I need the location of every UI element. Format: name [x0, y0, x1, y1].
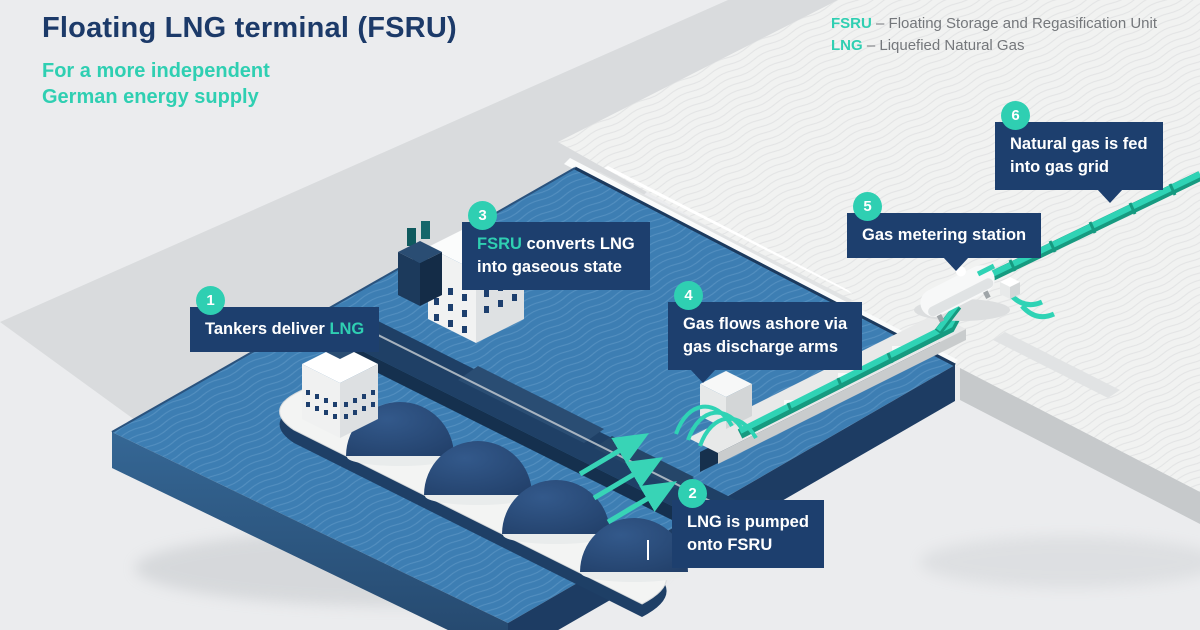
callout-text-line: onto FSRU	[687, 536, 773, 554]
callout-1-number-badge: 1	[196, 286, 225, 315]
callout-3: 3 FSRU converts LNG into gaseous state	[462, 201, 650, 290]
callout-text-line: Natural gas is fed	[1010, 135, 1148, 153]
callout-2: 2 LNG is pumped onto FSRU	[672, 479, 824, 568]
callout-2-number-badge: 2	[678, 479, 707, 508]
legend: FSRU – Floating Storage and Regasificati…	[831, 13, 1157, 57]
subtitle-line-2: German energy supply	[42, 86, 259, 108]
callout-pointer	[1097, 189, 1123, 203]
callout-text-line: Tankers deliver LNG	[205, 320, 365, 338]
callout-text-line: FSRU converts LNG	[477, 235, 635, 253]
callout-3-number-badge: 3	[468, 201, 497, 230]
water-front-left-face	[112, 432, 508, 630]
callout-text-line: Gas metering station	[862, 226, 1027, 244]
legend-definition-lng: – Liquefied Natural Gas	[866, 37, 1025, 54]
callout-text-line: Gas flows ashore via	[683, 315, 848, 333]
control-box	[1000, 277, 1020, 299]
callout-text-line: gas discharge arms	[683, 338, 838, 356]
lng-tanker	[279, 341, 688, 617]
legend-item-fsru: FSRU – Floating Storage and Regasificati…	[831, 13, 1157, 35]
callout-1: 1 Tankers deliver LNG	[190, 286, 380, 352]
callout-5: 5 Gas metering station	[847, 192, 1042, 271]
waterline-shadow	[574, 166, 956, 367]
lng-transfer-arrows	[578, 433, 678, 525]
callout-text-line: LNG is pumped	[687, 513, 809, 531]
callout-pointer	[690, 369, 716, 383]
legend-abbr-lng: LNG	[831, 37, 863, 54]
callout-5-number-badge: 5	[853, 192, 882, 221]
legend-item-lng: LNG – Liquefied Natural Gas	[831, 35, 1157, 57]
callout-6: 6 Natural gas is fed into gas grid	[995, 101, 1163, 203]
callout-text-line: into gas grid	[1010, 158, 1109, 176]
page-title: Floating LNG terminal (FSRU)	[42, 12, 457, 44]
callout-pointer	[943, 257, 969, 271]
legend-abbr-fsru: FSRU	[831, 15, 872, 32]
callout-text-line: into gaseous state	[477, 258, 622, 276]
lng-dome-tanks	[346, 402, 688, 582]
header: Floating LNG terminal (FSRU) For a more …	[42, 12, 457, 110]
callout-6-number-badge: 6	[1001, 101, 1030, 130]
pipeline-to-grid	[985, 171, 1200, 283]
tanker-superstructure	[302, 341, 378, 438]
callout-4: 4 Gas flows ashore via gas discharge arm…	[668, 281, 863, 383]
subtitle-line-1: For a more independent	[42, 60, 270, 82]
dike-wall-right	[993, 332, 1120, 398]
gas-discharge-arms	[674, 404, 758, 447]
fsru-funnel	[398, 221, 442, 306]
ground-shadow-right	[920, 536, 1200, 588]
legend-definition-fsru: – Floating Storage and Regasification Un…	[876, 15, 1158, 32]
page-subtitle: For a more independent German energy sup…	[42, 58, 457, 110]
cargo-hold-cover	[458, 366, 604, 443]
callout-4-number-badge: 4	[674, 281, 703, 310]
